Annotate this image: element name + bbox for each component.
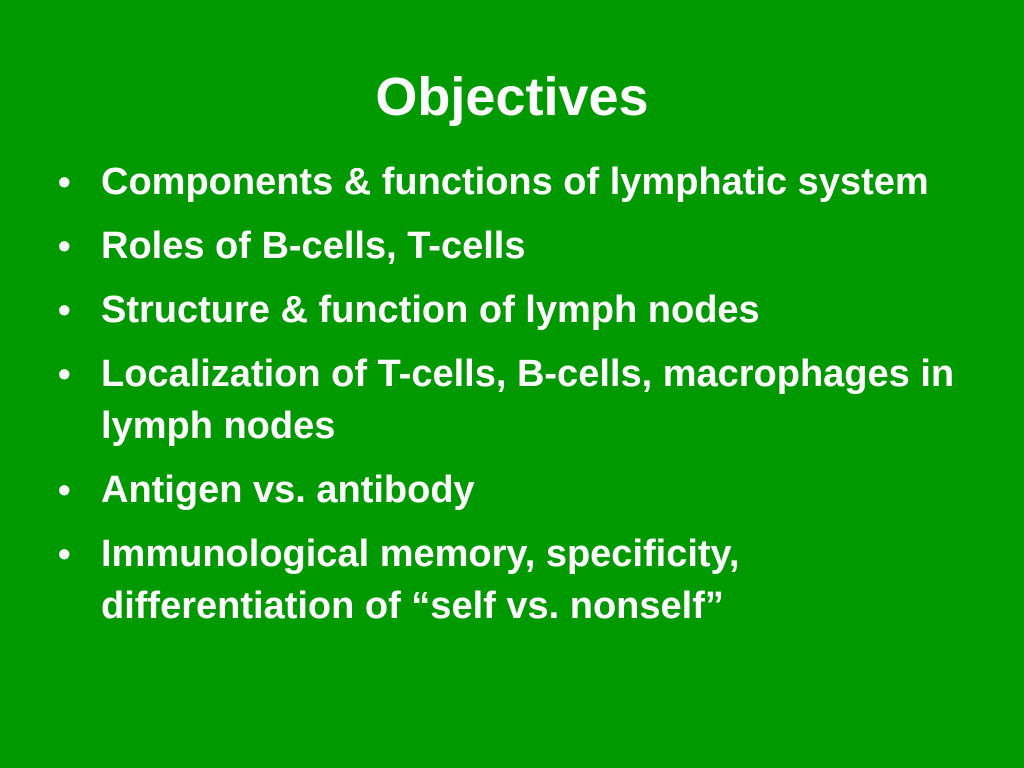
- bullet-icon: •: [58, 225, 71, 266]
- list-item: • Roles of B-cells, T-cells: [56, 220, 956, 272]
- list-item: • Structure & function of lymph nodes: [56, 284, 956, 336]
- bullet-text: Structure & function of lymph nodes: [101, 289, 760, 331]
- bullet-text: Localization of T-cells, B-cells, macrop…: [101, 353, 955, 447]
- bullet-icon: •: [58, 353, 71, 394]
- slide-title: Objectives: [375, 67, 649, 127]
- bullet-icon: •: [58, 289, 71, 330]
- bullet-icon: •: [58, 533, 71, 574]
- bullet-icon: •: [58, 469, 71, 510]
- bullet-icon: •: [58, 161, 71, 202]
- list-item: • Antigen vs. antibody: [56, 464, 956, 516]
- bullet-text: Roles of B-cells, T-cells: [101, 225, 526, 267]
- bullet-text: Components & functions of lymphatic syst…: [101, 161, 929, 203]
- bullet-text: Antigen vs. antibody: [101, 469, 475, 511]
- list-item: • Immunological memory, specificity, dif…: [56, 528, 956, 632]
- bullet-text: Immunological memory, specificity, diffe…: [101, 533, 740, 627]
- objectives-list: • Components & functions of lymphatic sy…: [56, 156, 956, 644]
- list-item: • Components & functions of lymphatic sy…: [56, 156, 956, 208]
- list-item: • Localization of T-cells, B-cells, macr…: [56, 348, 956, 452]
